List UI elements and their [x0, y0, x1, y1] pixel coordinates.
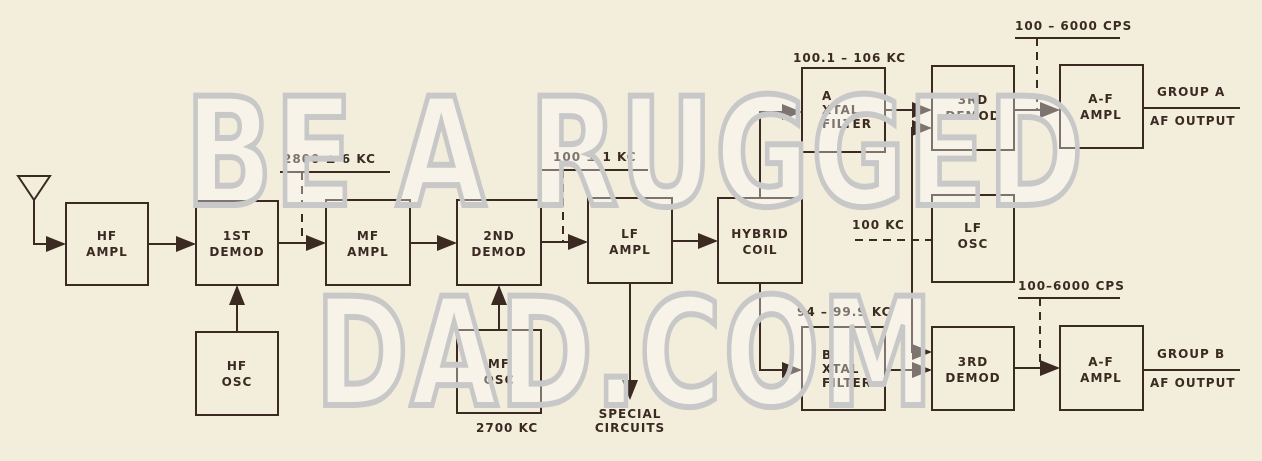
first-demod-label-1: 1ST: [223, 229, 251, 243]
hybrid-coil-label-1: HYBRID: [731, 227, 789, 241]
af-ampl-a-label-1: A-F: [1088, 92, 1113, 106]
lf-ampl-label-1: LF: [621, 227, 639, 241]
hf-osc-block: [195, 331, 279, 416]
mf-osc-label-1: MF: [488, 357, 510, 371]
a-band-label: 100.1 – 106 KC: [793, 51, 906, 65]
hf-osc-label-2: OSC: [222, 375, 253, 389]
lf-osc-block: [931, 194, 1015, 283]
third-demod-a-label-2: DEMOD: [945, 109, 1000, 123]
third-demod-b-label-1: 3RD: [958, 355, 989, 369]
third-demod-a-block: [931, 65, 1015, 151]
af-ampl-b-label-2: AMPL: [1080, 371, 1122, 385]
a-xtal-label-1: A: [822, 89, 832, 103]
mf-osc-label-2: OSC: [484, 373, 515, 387]
special-circuits-label-2: CIRCUITS: [595, 421, 665, 435]
special-circuits-label-1: SPECIAL: [599, 407, 662, 421]
b-xtal-label-3: FILTER: [822, 376, 872, 390]
watermark-line-1: BE A RUGGED: [185, 67, 1085, 241]
second-demod-label-1: 2ND: [483, 229, 514, 243]
group-a-label: GROUP A: [1157, 85, 1225, 99]
lf-osc-label-2: OSC: [958, 237, 989, 251]
third-demod-a-label-1: 3RD: [958, 93, 989, 107]
hf-ampl-block: [65, 202, 149, 286]
third-demod-b-label-2: DEMOD: [945, 371, 1000, 385]
hybrid-coil-label-2: COIL: [742, 243, 777, 257]
first-demod-label-2: DEMOD: [209, 245, 264, 259]
group-b-label: GROUP B: [1157, 347, 1225, 361]
a-xtal-label-2: XTAL: [822, 103, 859, 117]
hf-osc-label-1: HF: [227, 359, 247, 373]
af-output-a-label: AF OUTPUT: [1150, 114, 1236, 128]
af-band-b-label: 100–6000 CPS: [1018, 279, 1125, 293]
mf-band-label: 2800 ± 6 KC: [283, 152, 376, 166]
lf-ampl-label-2: AMPL: [609, 243, 651, 257]
af-ampl-b-block: [1059, 325, 1144, 411]
b-band-label: 94 – 99.9 KC: [797, 305, 891, 319]
hf-ampl-label-2: AMPL: [86, 245, 128, 259]
af-ampl-a-block: [1059, 64, 1144, 149]
second-demod-label-2: DEMOD: [471, 245, 526, 259]
antenna-icon: [16, 175, 66, 252]
watermark-line-2: DAD.COM: [315, 267, 935, 441]
af-band-a-label: 100 – 6000 CPS: [1015, 19, 1132, 33]
af-ampl-b-label-1: A-F: [1088, 355, 1113, 369]
mf-ampl-label-2: AMPL: [347, 245, 389, 259]
signal-lines: [148, 37, 1240, 400]
af-output-b-label: AF OUTPUT: [1150, 376, 1236, 390]
af-ampl-a-label-2: AMPL: [1080, 108, 1122, 122]
mf-ampl-label-1: MF: [357, 229, 379, 243]
lf-band-label: 100 ± 1 KC: [553, 150, 637, 164]
a-xtal-label-3: FILTER: [822, 117, 872, 131]
lf-osc-label-1: LF: [964, 221, 982, 235]
b-xtal-label-2: XTAL: [822, 362, 859, 376]
lf-osc-freq-label: 100 KC: [852, 218, 905, 232]
hf-ampl-label-1: HF: [97, 229, 117, 243]
mf-osc-freq-label: 2700 KC: [476, 421, 538, 435]
b-xtal-label-1: B: [822, 348, 832, 362]
b-xtal-filter-block: [801, 326, 886, 411]
